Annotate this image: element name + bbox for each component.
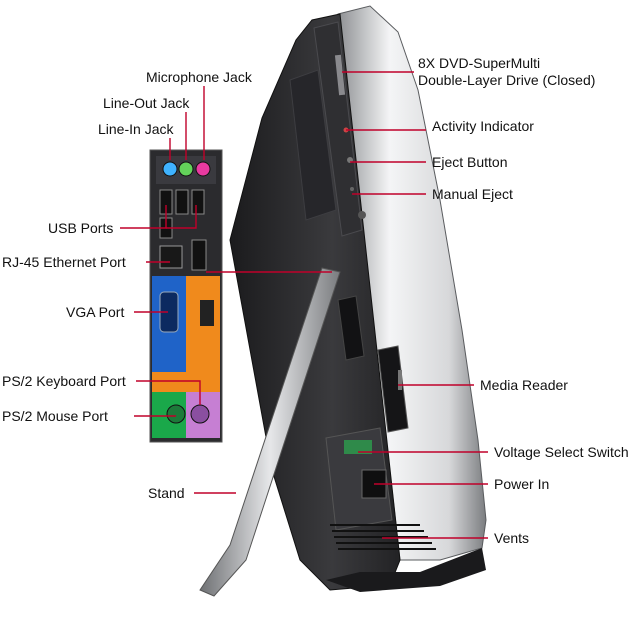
label-microphone-jack: Microphone Jack bbox=[146, 69, 252, 85]
label-dvd-drive-line1: 8X DVD-SuperMulti bbox=[418, 55, 540, 71]
label-rj45-ethernet-port: RJ-45 Ethernet Port bbox=[2, 254, 126, 270]
line-out-jack-graphic bbox=[179, 162, 193, 176]
label-ps2-mouse-port: PS/2 Mouse Port bbox=[2, 408, 108, 424]
label-manual-eject: Manual Eject bbox=[432, 186, 513, 202]
label-stand: Stand bbox=[148, 485, 185, 501]
label-line-in-jack: Line-In Jack bbox=[98, 121, 173, 137]
label-ps2-keyboard-port: PS/2 Keyboard Port bbox=[2, 373, 126, 389]
label-eject-button: Eject Button bbox=[432, 154, 508, 170]
io-port-panel bbox=[150, 150, 222, 442]
ps2-mouse-port-graphic bbox=[167, 405, 185, 423]
line-in-jack-graphic bbox=[163, 162, 177, 176]
label-power-in: Power In bbox=[494, 476, 549, 492]
label-dvd-drive-line2: Double-Layer Drive (Closed) bbox=[418, 72, 595, 88]
label-activity-indicator: Activity Indicator bbox=[432, 118, 534, 134]
manual-eject-dot bbox=[350, 187, 354, 191]
microphone-jack-graphic bbox=[196, 162, 210, 176]
label-vents: Vents bbox=[494, 530, 529, 546]
label-vga-port: VGA Port bbox=[66, 304, 124, 320]
label-line-out-jack: Line-Out Jack bbox=[103, 95, 189, 111]
label-voltage-select-switch: Voltage Select Switch bbox=[494, 444, 629, 460]
ps2-keyboard-port-graphic bbox=[191, 405, 209, 423]
label-usb-ports: USB Ports bbox=[48, 220, 113, 236]
label-media-reader: Media Reader bbox=[480, 377, 568, 393]
rj45-port-graphic bbox=[160, 246, 182, 268]
